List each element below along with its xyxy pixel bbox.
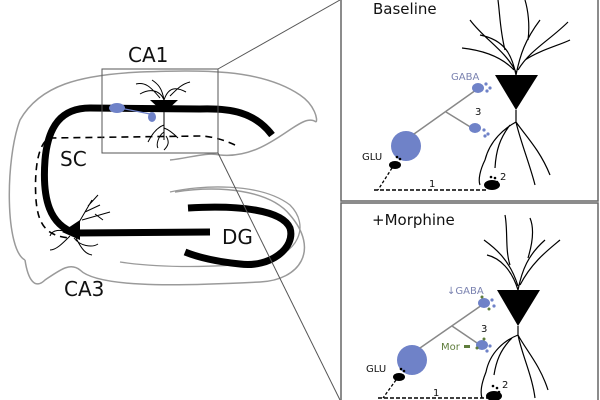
morphine-path-2-label: 2 bbox=[502, 380, 508, 391]
baseline-path-2-label: 2 bbox=[500, 172, 506, 183]
baseline-interneuron bbox=[391, 82, 492, 161]
morphine-panel: +Morphine ↓GABA Mor bbox=[340, 202, 599, 400]
morphine-glu-label: GLU bbox=[366, 364, 386, 375]
hippocampus-outline bbox=[8, 70, 318, 286]
ca3-label: CA3 bbox=[64, 277, 104, 301]
sc-label: SC bbox=[60, 147, 87, 171]
morphine-title: +Morphine bbox=[372, 211, 455, 229]
mor-marker bbox=[464, 345, 470, 348]
morphine-path-3-label: 3 bbox=[481, 324, 487, 335]
ca1-interneuron bbox=[109, 103, 125, 113]
ca1-zoom-box bbox=[101, 68, 219, 154]
baseline-terminal-2 bbox=[484, 175, 500, 190]
ca3-pyramidal-neuron bbox=[49, 194, 111, 256]
morphine-panel-frame bbox=[340, 202, 599, 400]
baseline-title: Baseline bbox=[373, 0, 437, 18]
schaffer-collateral bbox=[34, 135, 236, 239]
baseline-path-1-label: 1 bbox=[429, 179, 435, 190]
baseline-panel: Baseline GABA GLU 3 bbox=[340, 0, 599, 202]
hippocampus-overview: CA1 SC DG CA3 bbox=[8, 0, 341, 400]
baseline-gaba-label: GABA bbox=[451, 72, 479, 83]
baseline-path-3-label: 3 bbox=[475, 107, 481, 118]
baseline-pyramidal-neuron bbox=[461, 0, 571, 186]
morphine-interneuron bbox=[397, 295, 496, 375]
dg-granule-layer bbox=[183, 203, 295, 268]
ca1-label: CA1 bbox=[128, 43, 168, 67]
dg-outline bbox=[119, 186, 301, 268]
baseline-panel-frame bbox=[340, 0, 599, 202]
baseline-glu-label: GLU bbox=[362, 152, 382, 163]
morphine-gaba-label: ↓GABA bbox=[447, 286, 484, 297]
morphine-path-1-label: 1 bbox=[433, 388, 439, 399]
morphine-terminal-2 bbox=[486, 384, 502, 400]
baseline-glu-terminal bbox=[377, 155, 402, 191]
morphine-pyramidal-neuron bbox=[480, 214, 561, 399]
morphine-mor-label: Mor bbox=[441, 342, 461, 353]
dg-label: DG bbox=[222, 225, 253, 249]
ca1-pyramidal-neuron bbox=[135, 79, 191, 151]
morphine-glu-terminal bbox=[382, 367, 406, 399]
ca-pyramidal-layer bbox=[40, 104, 275, 237]
